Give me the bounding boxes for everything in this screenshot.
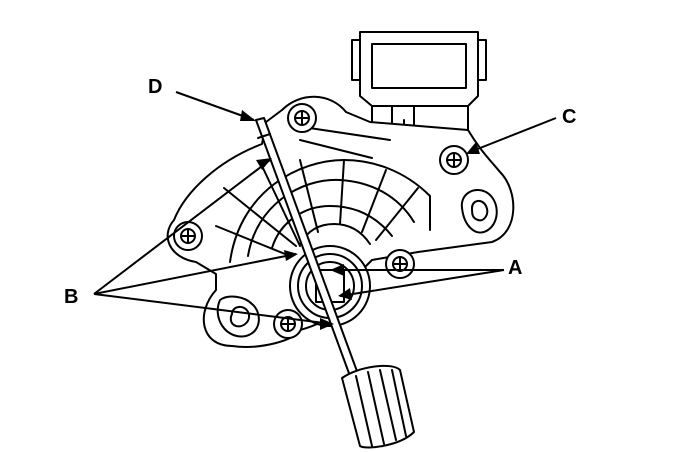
callout-c: C	[562, 106, 577, 128]
left-slot	[216, 295, 260, 338]
bolt-mid-right	[385, 249, 415, 279]
bolt-right	[439, 145, 469, 175]
callout-d: D	[148, 76, 163, 98]
screwdriver-handle	[341, 364, 415, 449]
callout-a: A	[508, 257, 523, 279]
bolt-bottom	[273, 309, 303, 339]
callout-b: B	[64, 286, 79, 308]
leader-lines	[93, 91, 557, 325]
bolt-top	[287, 103, 317, 133]
arrowheads	[240, 110, 480, 330]
bolt-left	[173, 221, 203, 251]
right-slot	[460, 189, 498, 234]
